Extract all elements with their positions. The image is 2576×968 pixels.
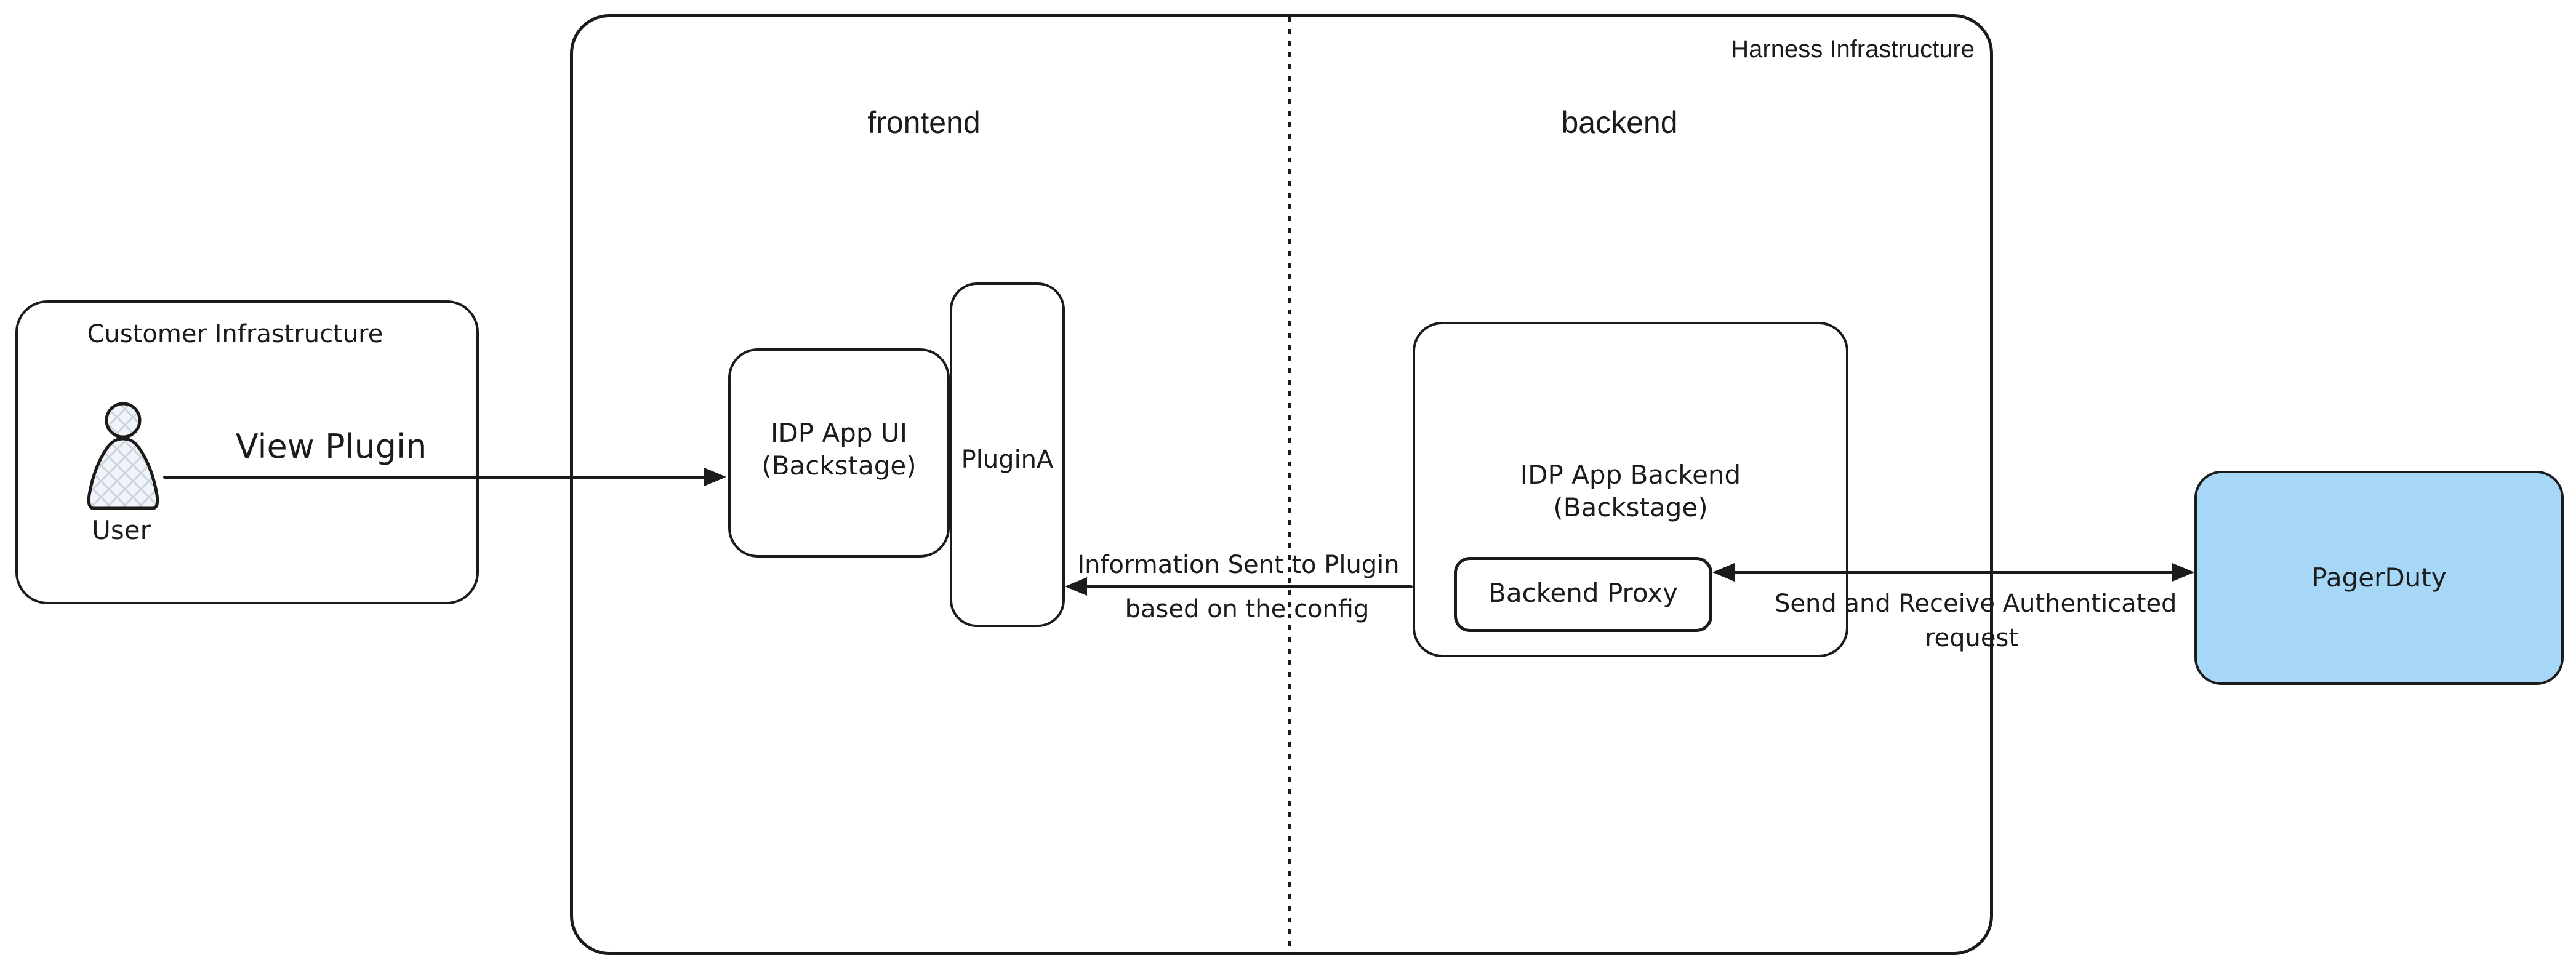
view-plugin-arrow-label: View Plugin <box>235 427 427 466</box>
backend-proxy-box <box>1454 557 1712 632</box>
pagerduty-label: PagerDuty <box>2311 562 2447 593</box>
info-sent-arrow-line <box>1067 585 1413 588</box>
info-sent-arrowhead-icon <box>1065 577 1087 596</box>
harness-infrastructure-label: Harness Infrastructure <box>1731 36 1975 63</box>
send-receive-arrowhead-left-icon <box>1712 563 1735 582</box>
info-sent-arrow-label-line2: based on the config <box>1125 595 1370 623</box>
idp-app-backend-box <box>1413 322 1848 657</box>
plugin-a-box <box>950 282 1065 627</box>
customer-infrastructure-box <box>15 300 479 604</box>
send-receive-arrow-line <box>1715 571 2192 574</box>
idp-app-ui-box <box>728 348 950 558</box>
backend-section-label: backend <box>1561 105 1678 140</box>
idp-app-backend-label-line2: (Backstage) <box>1553 492 1708 522</box>
send-receive-arrow-label-line2: request <box>1924 624 2019 652</box>
customer-infrastructure-label: Customer Infrastructure <box>87 320 383 348</box>
idp-app-ui-label: IDP App UI (Backstage) <box>728 417 950 482</box>
view-plugin-arrowhead-icon <box>704 468 726 486</box>
backend-proxy-label: Backend Proxy <box>1488 578 1678 608</box>
frontend-section-label: frontend <box>867 105 981 140</box>
info-sent-arrow-label-line1: Information Sent to Plugin <box>1077 551 1400 579</box>
idp-app-backend-label: IDP App Backend (Backstage) <box>1413 459 1848 524</box>
frontend-backend-divider <box>1288 17 1291 953</box>
send-receive-arrow-label-line1: Send and Receive Authenticated <box>1775 590 2177 618</box>
user-label: User <box>92 515 151 545</box>
idp-app-backend-label-line1: IDP App Backend <box>1520 460 1741 490</box>
idp-app-ui-label-line1: IDP App UI <box>771 418 907 448</box>
idp-app-ui-label-line2: (Backstage) <box>761 450 917 481</box>
pagerduty-box <box>2194 471 2564 685</box>
user-icon <box>87 402 159 510</box>
send-receive-arrowhead-right-icon <box>2172 563 2194 582</box>
plugin-a-label: PluginA <box>961 446 1054 474</box>
harness-infrastructure-box <box>570 14 1993 955</box>
view-plugin-arrow-line <box>163 476 706 479</box>
